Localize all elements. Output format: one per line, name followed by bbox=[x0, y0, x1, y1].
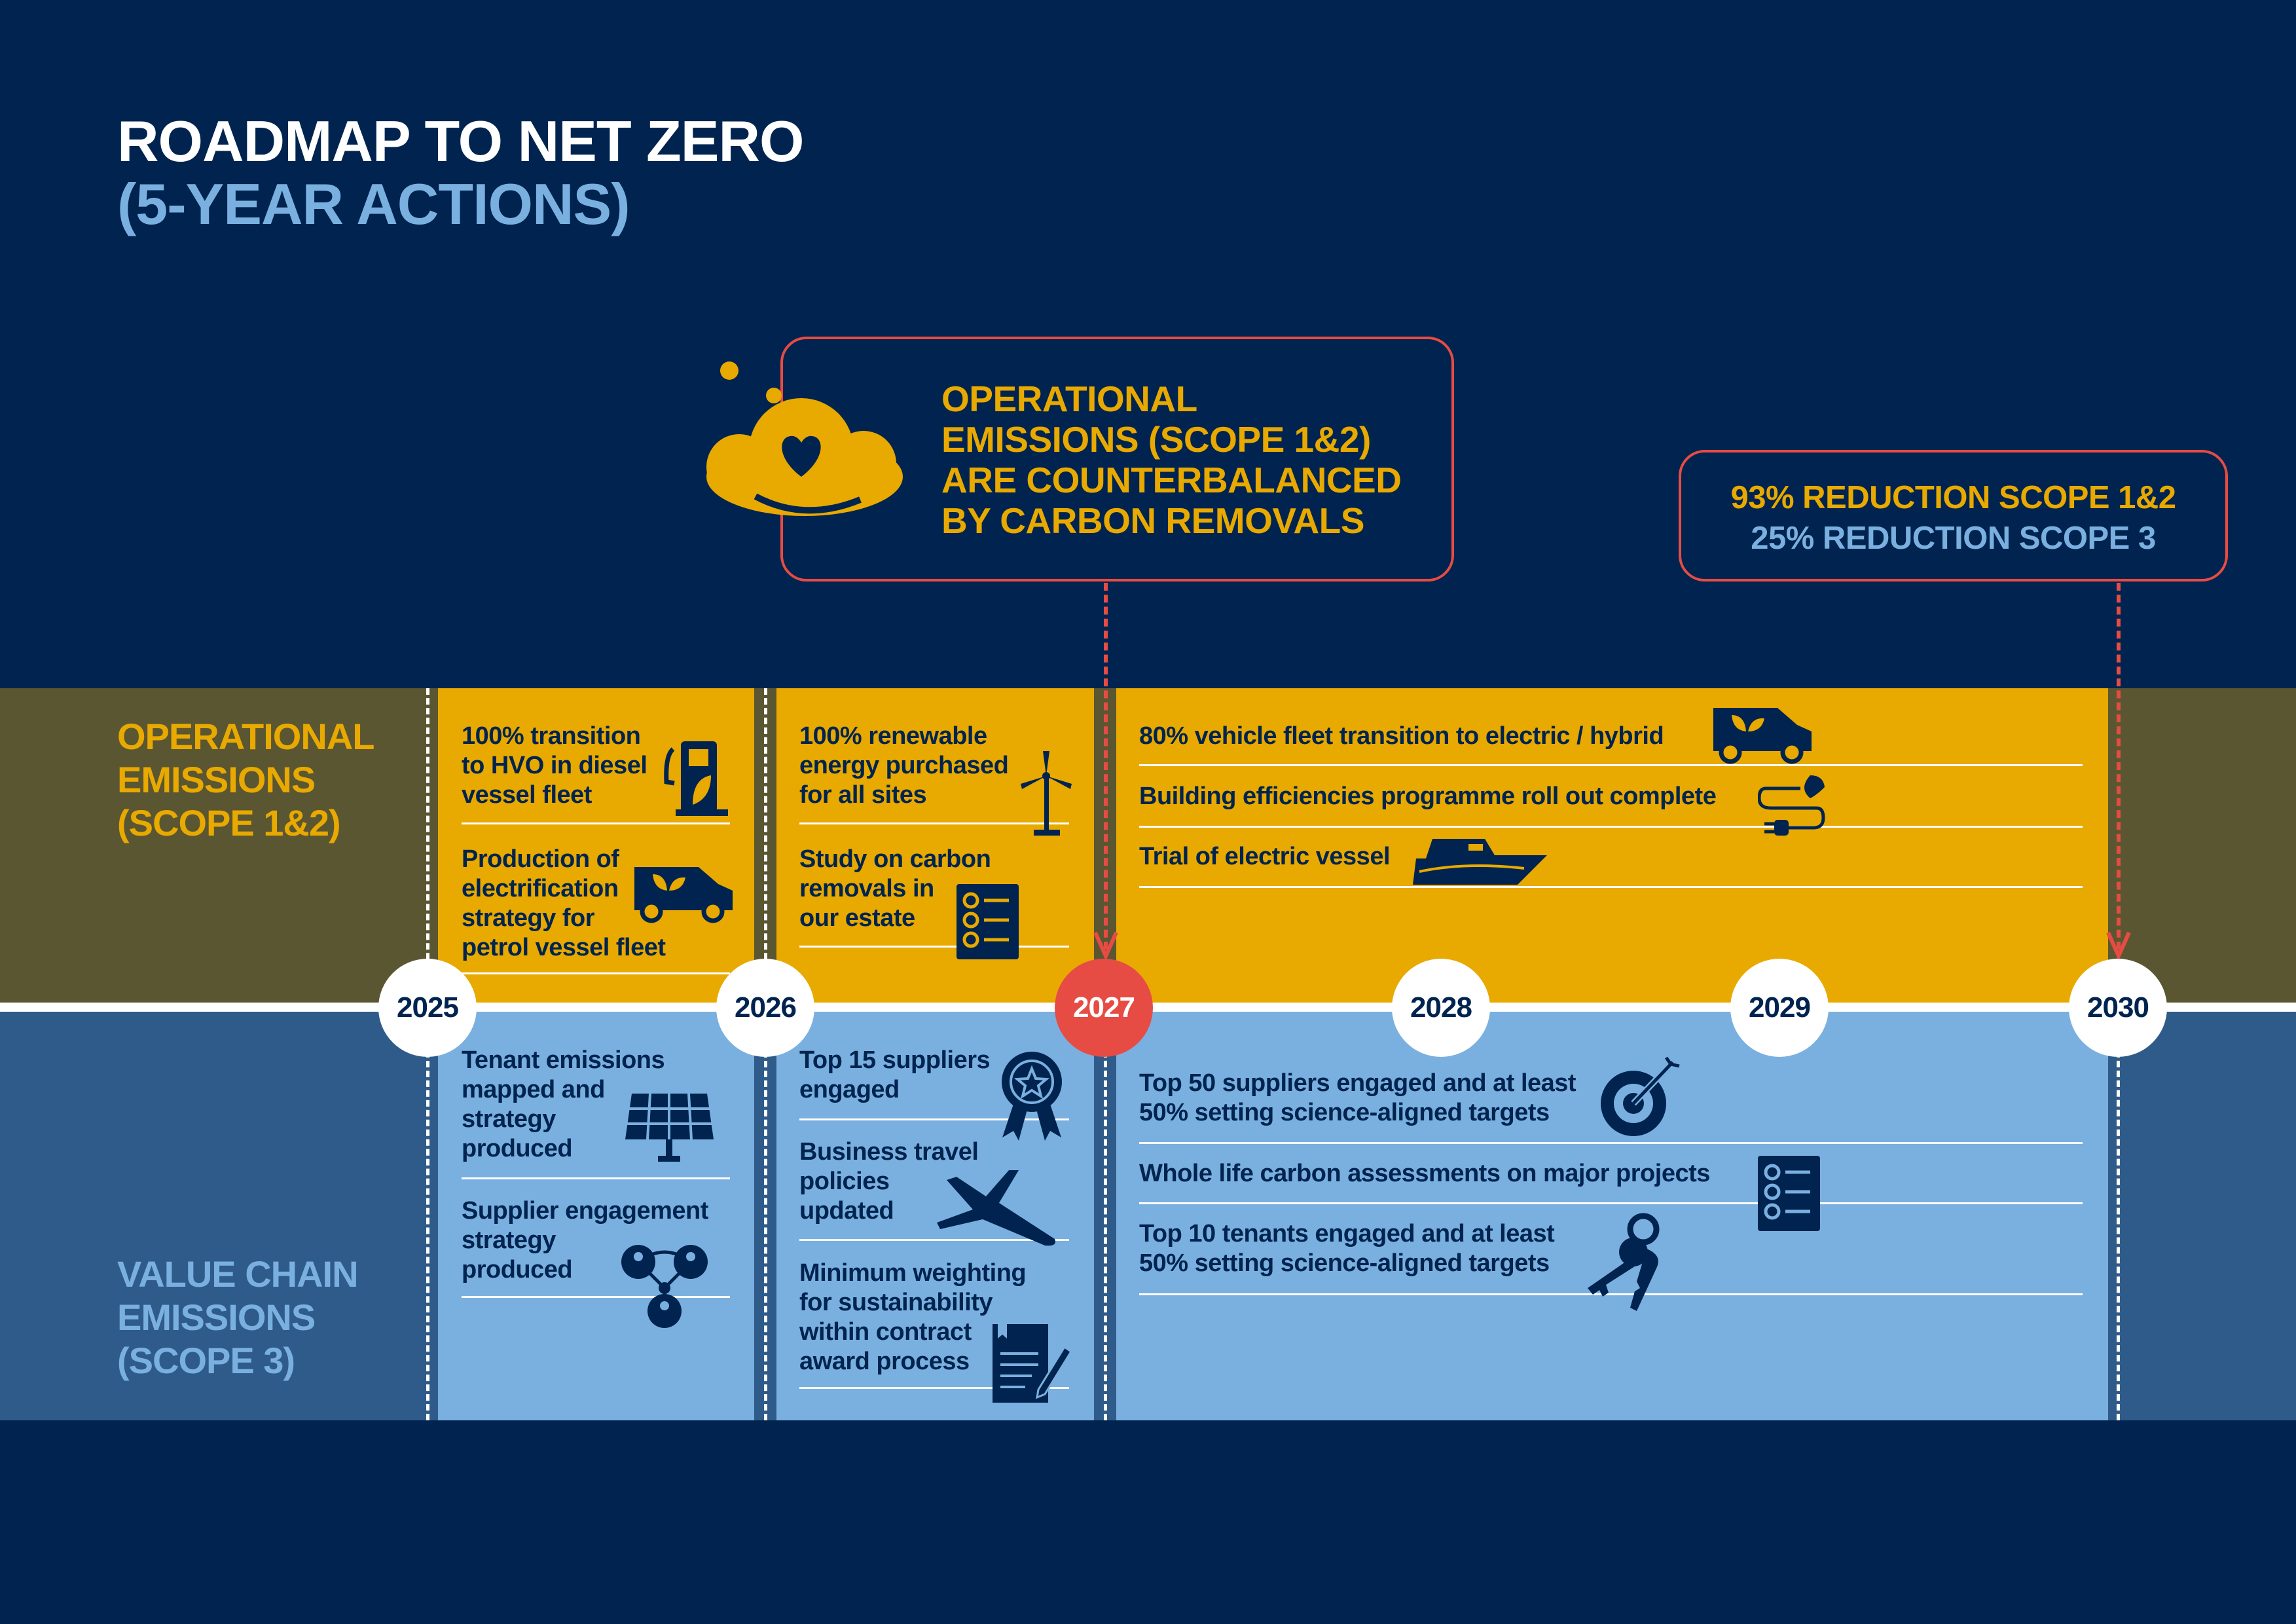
callout-line: EMISSIONS (SCOPE 1&2) bbox=[941, 419, 1371, 460]
operational-band-2027-2030 bbox=[1116, 688, 2108, 1003]
title-line1: ROADMAP TO NET ZERO bbox=[117, 109, 804, 174]
year-marker-2026: 2026 bbox=[716, 959, 814, 1057]
year-marker-2029: 2029 bbox=[1730, 959, 1829, 1057]
year-divider-2027 bbox=[1104, 1012, 1107, 1420]
award-badge-icon bbox=[1002, 1052, 1062, 1141]
value-side-band-right bbox=[2108, 1012, 2296, 1420]
callout-line-scope12: 93% REDUCTION SCOPE 1&2 bbox=[1730, 480, 2176, 515]
network-people-icon bbox=[621, 1245, 708, 1328]
callout-text: OPERATIONAL EMISSIONS (SCOPE 1&2) ARE CO… bbox=[941, 378, 1402, 541]
action-item: Trial of electric vessel bbox=[1139, 839, 2083, 888]
callout-connector-2030 bbox=[2117, 583, 2121, 950]
year-marker-2027: 2027 bbox=[1055, 959, 1153, 1057]
operational-side-band-right bbox=[2108, 688, 2296, 1003]
year-marker-2028: 2028 bbox=[1392, 959, 1490, 1057]
label-line: OPERATIONAL bbox=[117, 716, 374, 757]
action-item: 80% vehicle fleet transition to electric… bbox=[1139, 708, 2083, 766]
operational-band-2026 bbox=[776, 688, 1094, 1003]
value-side-band bbox=[0, 1012, 438, 1420]
callout-line-scope3: 25% REDUCTION SCOPE 3 bbox=[1751, 521, 2156, 556]
arrow-down-icon bbox=[2106, 931, 2131, 959]
value-band-2025 bbox=[438, 1012, 754, 1420]
callout-line: ARE COUNTERBALANCED bbox=[941, 460, 1402, 500]
checklist-icon bbox=[957, 884, 1019, 959]
contract-icon bbox=[993, 1324, 1073, 1403]
page-title: ROADMAP TO NET ZERO (5-YEAR ACTIONS) bbox=[117, 109, 804, 236]
row-label-operational: OPERATIONAL EMISSIONS (SCOPE 1&2) bbox=[117, 715, 374, 845]
fuel-pump-leaf-icon bbox=[664, 741, 728, 816]
callout-connector-2027 bbox=[1104, 583, 1108, 950]
boat-icon bbox=[1413, 839, 1547, 885]
wind-turbine-icon bbox=[1021, 751, 1072, 836]
year-divider-2030 bbox=[2117, 1012, 2120, 1420]
title-line2: (5-YEAR ACTIONS) bbox=[117, 172, 630, 236]
year-marker-2025: 2025 bbox=[378, 959, 477, 1057]
airplane-icon bbox=[937, 1170, 1055, 1246]
callout-line: OPERATIONAL bbox=[941, 378, 1197, 419]
solar-panel-icon bbox=[625, 1094, 714, 1162]
operational-side-band bbox=[0, 688, 438, 1003]
label-line: VALUE CHAIN bbox=[117, 1253, 359, 1295]
eco-plug-icon bbox=[1758, 775, 1825, 836]
electric-van-icon bbox=[634, 867, 733, 923]
action-item: Whole life carbon assessments on major p… bbox=[1139, 1156, 2083, 1231]
keys-icon bbox=[1588, 1213, 1660, 1311]
label-line: (SCOPE 1&2) bbox=[117, 802, 341, 843]
year-marker-2030: 2030 bbox=[2069, 959, 2167, 1057]
operational-band-2025 bbox=[438, 688, 754, 1003]
action-text: 80% vehicle fleet transition to electric… bbox=[1139, 722, 1664, 750]
target-icon bbox=[1601, 1056, 1680, 1136]
action-item: Building efficiencies programme roll out… bbox=[1139, 775, 2083, 836]
label-line: EMISSIONS bbox=[117, 1297, 316, 1338]
cloud-heart-icon bbox=[706, 361, 903, 516]
row-label-value-chain: VALUE CHAIN EMISSIONS (SCOPE 3) bbox=[117, 1253, 359, 1382]
callout-2030-targets: 93% REDUCTION SCOPE 1&2 25% REDUCTION SC… bbox=[1679, 450, 2228, 581]
action-text: Whole life carbon assessments on major p… bbox=[1139, 1160, 1710, 1187]
electric-van-icon bbox=[1713, 708, 1812, 764]
callout-line: BY CARBON REMOVALS bbox=[941, 500, 1364, 541]
checklist-icon bbox=[1758, 1156, 1820, 1231]
arrow-down-icon bbox=[1093, 931, 1118, 959]
action-text: Building efficiencies programme roll out… bbox=[1139, 783, 1717, 810]
action-text: Trial of electric vessel bbox=[1139, 843, 1391, 870]
label-line: EMISSIONS bbox=[117, 759, 316, 800]
label-line: (SCOPE 3) bbox=[117, 1340, 295, 1381]
callout-carbon-removals: OPERATIONAL EMISSIONS (SCOPE 1&2) ARE CO… bbox=[706, 337, 1454, 581]
